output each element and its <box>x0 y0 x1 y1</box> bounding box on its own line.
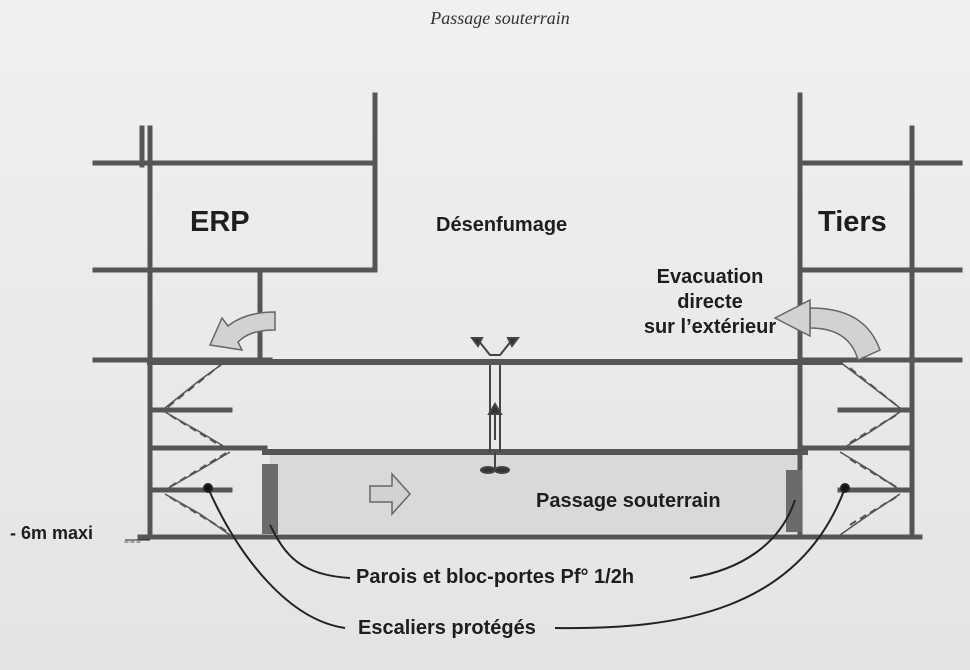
escaliers-gauche <box>164 361 231 536</box>
evacuation-line-3: sur l’extérieur <box>643 316 777 338</box>
label-parois: Parois et bloc-portes Pf° 1/2h <box>356 566 635 588</box>
label-evacuation: Evacuation directe sur l’extérieur <box>640 265 780 340</box>
leader-parois-left <box>269 524 351 579</box>
evacuation-line-1: Evacuation <box>656 266 764 288</box>
label-tiers: Tiers <box>818 206 887 238</box>
label-erp: ERP <box>190 206 250 238</box>
label-passage: Passage souterrain <box>536 490 721 512</box>
desenfumage-conduit <box>470 337 520 474</box>
arrow-passage <box>369 472 412 516</box>
leader-escaliers-left <box>207 487 346 629</box>
label-depth: - 6m maxi <box>10 523 94 543</box>
paroi-gauche <box>262 464 278 534</box>
leader-parois-right <box>689 499 796 579</box>
arrow-evac-tiers <box>773 298 881 362</box>
escaliers-droite <box>839 361 901 536</box>
label-desenfumage: Désenfumage <box>436 214 568 236</box>
label-escaliers: Escaliers protégés <box>358 617 536 639</box>
arrow-evac-erp <box>208 311 276 351</box>
leader-escaliers-right <box>554 487 846 630</box>
evacuation-line-2: directe <box>677 291 743 313</box>
page-title: Passage souterrain <box>430 8 570 28</box>
passage-fill <box>270 455 802 533</box>
